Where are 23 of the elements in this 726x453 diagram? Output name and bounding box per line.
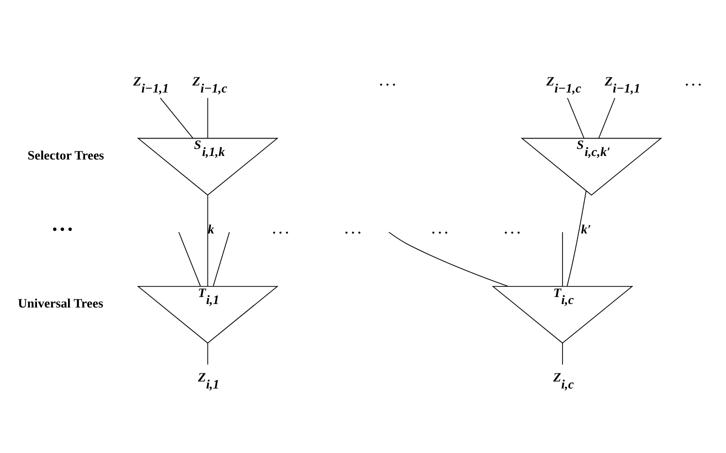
connector [562,231,563,286]
label: . . . [685,74,702,88]
connector [566,190,586,286]
label: Universal Trees [18,296,104,310]
connector [212,231,230,286]
label: . . . [344,222,361,236]
connector [562,342,563,364]
connector [567,97,584,138]
label: Selector Trees [28,148,104,162]
connector [598,97,616,138]
connector [207,342,208,364]
label: . . . [432,222,448,236]
connector [207,194,208,286]
connector [207,97,208,138]
label: . . . [379,74,396,88]
connector [178,231,201,286]
connector [388,231,508,286]
edge-label: k′ [581,222,592,236]
label: . . . [504,222,520,236]
connector [160,97,194,138]
edge-label: k [208,222,214,236]
label: . . . [272,222,289,236]
label: • • • [52,222,72,236]
